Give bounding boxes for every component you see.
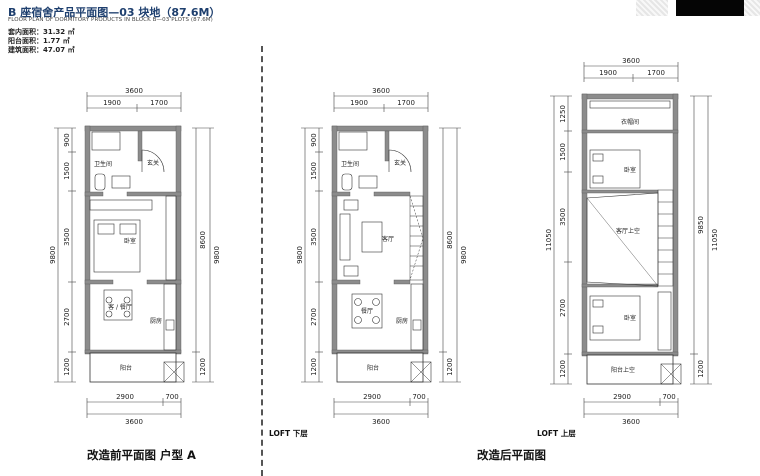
c-room-bed2: 卧室 bbox=[624, 314, 636, 322]
c-room-bed1: 卧室 bbox=[624, 166, 636, 174]
b-dim-left-1: 1500 bbox=[310, 162, 318, 180]
a-dim-top-right: 1700 bbox=[150, 99, 168, 107]
b-dim-bottom-right: 700 bbox=[412, 393, 425, 401]
a-dim-bottom-right: 700 bbox=[165, 393, 178, 401]
a-room-bath: 卫生间 bbox=[94, 160, 112, 168]
a-dim-left-total: 9800 bbox=[49, 246, 57, 264]
c-dim-top-total: 3600 bbox=[622, 57, 640, 65]
a-dim-left-3: 2700 bbox=[63, 308, 71, 326]
a-dim-right-outer: 9800 bbox=[213, 246, 221, 264]
b-dim-right-outer: 9800 bbox=[460, 246, 468, 264]
a-dim-bottom-total: 3600 bbox=[125, 418, 143, 426]
c-dim-bottom-total: 3600 bbox=[622, 418, 640, 426]
b-dim-left-4: 1200 bbox=[310, 358, 318, 376]
b-dim-right-inner: 8600 bbox=[446, 231, 454, 249]
a-dim-left-1: 1500 bbox=[63, 162, 71, 180]
a-dim-right-bottom: 1200 bbox=[199, 358, 207, 376]
b-room-balcony: 阳台 bbox=[367, 364, 379, 372]
a-room-bed: 卧室 bbox=[124, 237, 136, 245]
b-room-kitchen: 厨房 bbox=[396, 317, 408, 325]
b-dim-left-total: 9800 bbox=[296, 246, 304, 264]
b-room-dining: 餐厅 bbox=[361, 307, 373, 315]
b-dim-top-left: 1900 bbox=[350, 99, 368, 107]
c-dim-left-3: 2700 bbox=[559, 299, 567, 317]
caption-after: 改造后平面图 bbox=[477, 448, 546, 462]
a-room-balcony: 阳台 bbox=[120, 364, 132, 372]
a-dim-left-2: 3500 bbox=[63, 228, 71, 246]
corner-logo-right bbox=[744, 0, 760, 16]
balcony-area: 阳台面积：1.77 ㎡ bbox=[8, 37, 70, 45]
a-dim-left-4: 1200 bbox=[63, 358, 71, 376]
a-room-kitchen: 厨房 bbox=[150, 317, 162, 325]
b-room-bath: 卫生间 bbox=[341, 160, 359, 168]
b-room-entry: 玄关 bbox=[394, 159, 406, 167]
b-dim-left-0: 900 bbox=[310, 133, 318, 146]
c-dim-right-bottom: 1200 bbox=[697, 360, 705, 378]
b-dim-top-total: 3600 bbox=[372, 87, 390, 95]
c-dim-left-0: 1250 bbox=[559, 105, 567, 123]
c-dim-left-1: 1500 bbox=[559, 143, 567, 161]
a-room-entry: 玄关 bbox=[147, 159, 159, 167]
dashed-divider bbox=[261, 46, 263, 476]
interior-area: 套内面积：31.32 ㎡ bbox=[8, 28, 75, 36]
b-dim-left-2: 3500 bbox=[310, 228, 318, 246]
b-room-living: 客厅 bbox=[382, 235, 394, 243]
c-room-storage: 衣帽间 bbox=[621, 118, 639, 126]
loft-upper-label: LOFT 上层 bbox=[537, 429, 576, 438]
b-dim-left-3: 2700 bbox=[310, 308, 318, 326]
a-dim-left-0: 900 bbox=[63, 133, 71, 146]
c-dim-right-inner: 9850 bbox=[697, 216, 705, 234]
a-dim-top-left: 1900 bbox=[103, 99, 121, 107]
header-black-bar bbox=[676, 0, 744, 16]
c-dim-bottom-right: 700 bbox=[662, 393, 675, 401]
b-dim-bottom-total: 3600 bbox=[372, 418, 390, 426]
plan-c: 3600 1900 1700 2900 700 3600 1250 1500 3… bbox=[545, 57, 719, 426]
c-room-balcony-void: 阳台上空 bbox=[611, 366, 635, 374]
a-dim-bottom-left: 2900 bbox=[116, 393, 134, 401]
c-dim-top-left: 1900 bbox=[599, 69, 617, 77]
page-title: B 座宿舍产品平面图—03 块地（87.6M） bbox=[8, 6, 221, 19]
loft-lower-label: LOFT 下层 bbox=[269, 429, 308, 438]
a-room-living-dining: 客 / 餐厅 bbox=[108, 303, 132, 311]
a-dim-top-total: 3600 bbox=[125, 87, 143, 95]
c-room-void: 客厅上空 bbox=[616, 227, 640, 235]
plan-b: 3600 1900 1700 2900 700 3600 900 1500 35… bbox=[296, 87, 468, 426]
page-subtitle: FLOOR PLAN OF DORMITORY PRODUCTS IN BLOC… bbox=[8, 17, 213, 23]
b-dim-top-right: 1700 bbox=[397, 99, 415, 107]
b-dim-bottom-left: 2900 bbox=[363, 393, 381, 401]
a-dim-right-inner: 8600 bbox=[199, 231, 207, 249]
corner-logo bbox=[636, 0, 668, 16]
building-area: 建筑面积：47.07 ㎡ bbox=[8, 46, 75, 54]
b-dim-right-bottom: 1200 bbox=[446, 358, 454, 376]
caption-before: 改造前平面图 户型 A bbox=[87, 448, 196, 462]
c-dim-left-total: 11050 bbox=[545, 229, 553, 251]
c-dim-bottom-left: 2900 bbox=[613, 393, 631, 401]
plan-a: 3600 1900 1700 2900 700 3600 900 1500 35… bbox=[49, 87, 221, 426]
c-dim-left-2: 3500 bbox=[559, 208, 567, 226]
c-dim-left-4: 1200 bbox=[559, 360, 567, 378]
c-dim-right-outer: 11050 bbox=[711, 229, 719, 251]
c-dim-top-right: 1700 bbox=[647, 69, 665, 77]
